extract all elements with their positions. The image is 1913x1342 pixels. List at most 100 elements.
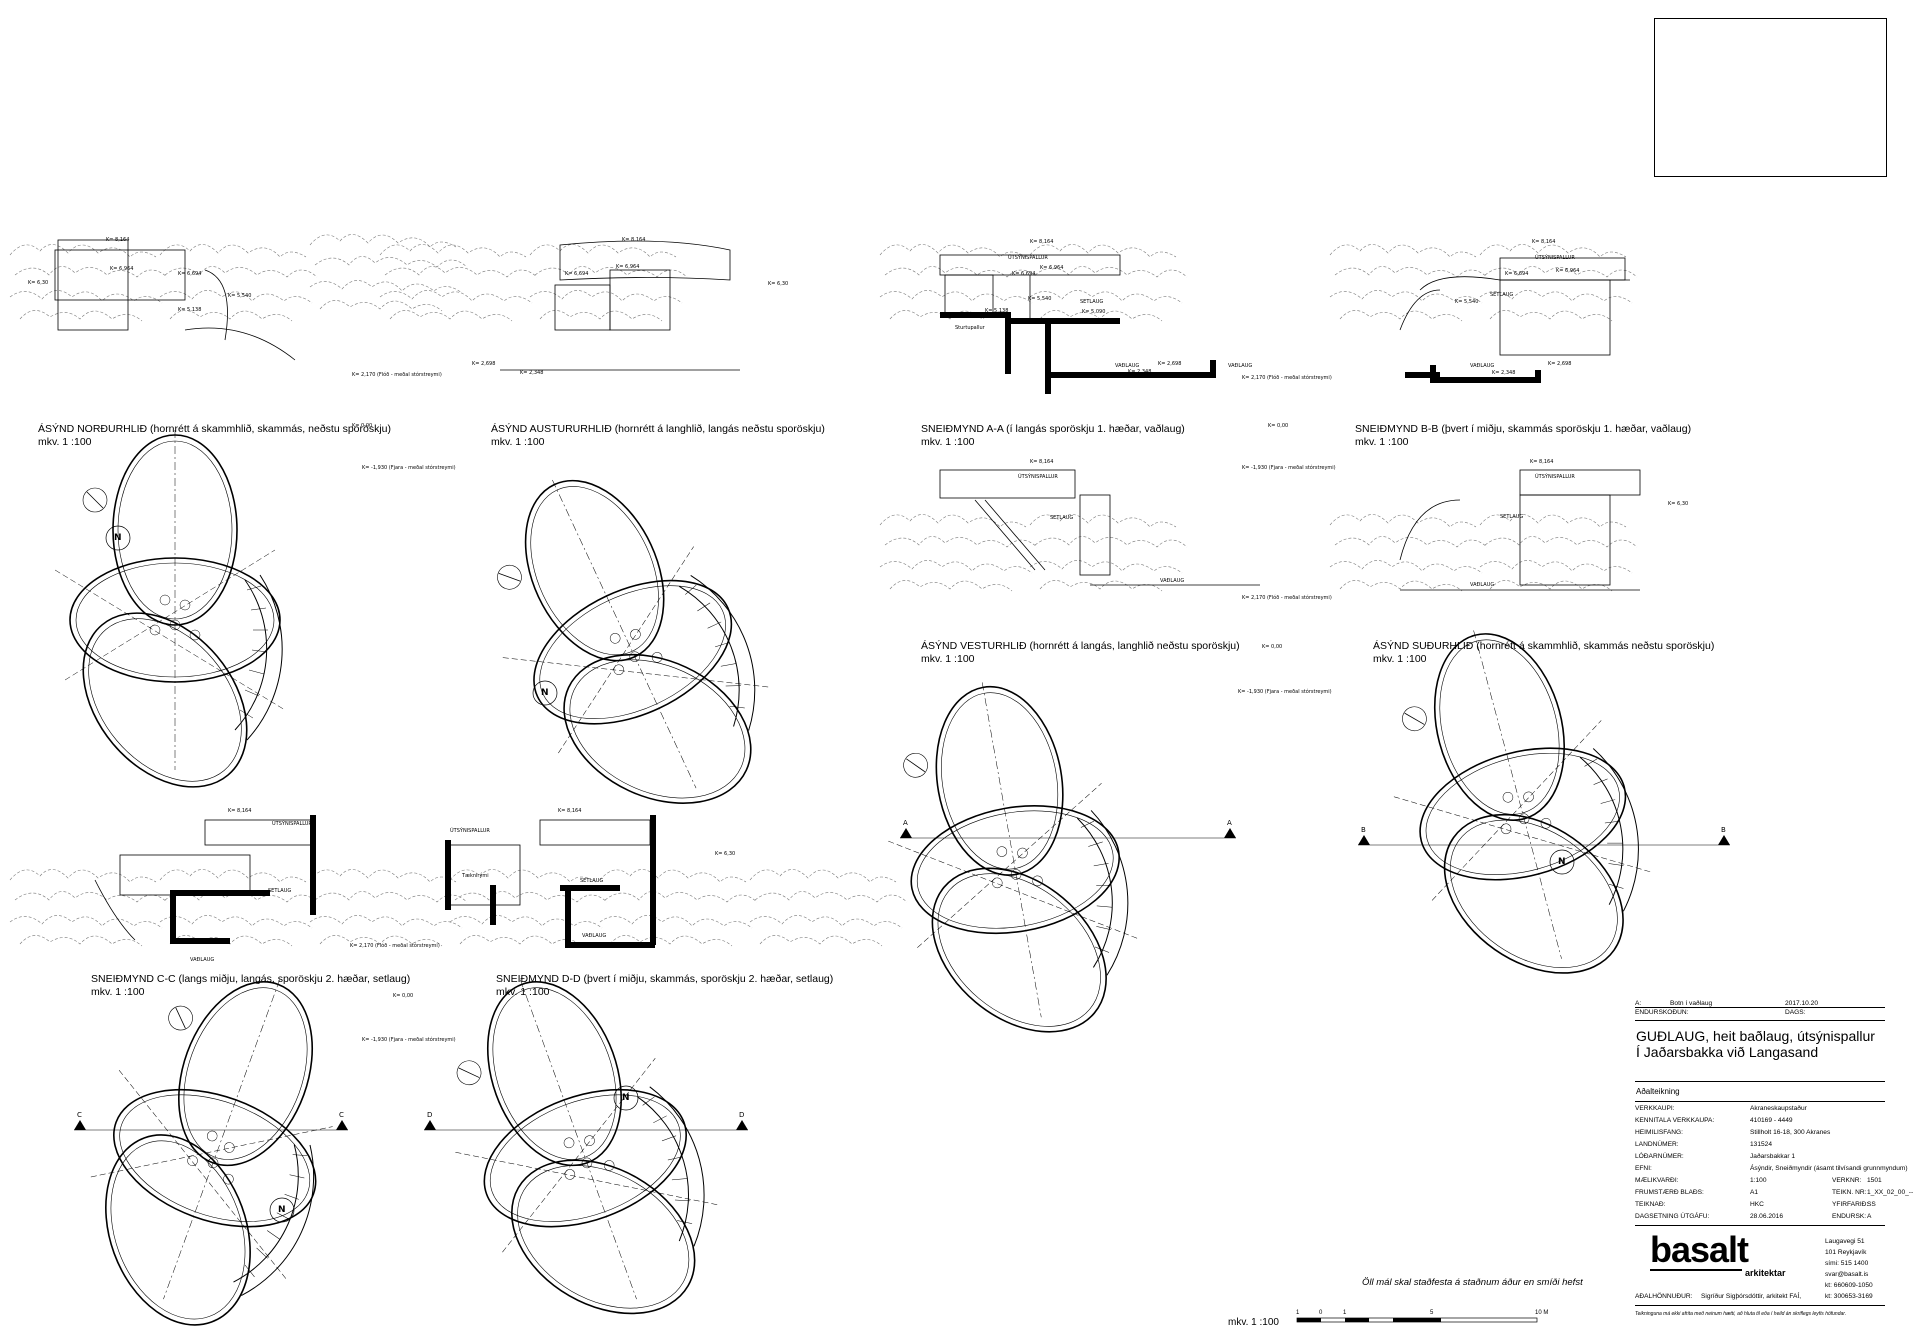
level-label: K= 2,698	[1158, 361, 1182, 367]
label-setlaug: SETLAUG	[1050, 515, 1074, 521]
copyright-note: Teikninguna má ekki afrita með neinum hæ…	[1635, 1311, 1847, 1317]
stamp-box	[1654, 18, 1887, 177]
label-vadlaug: VAÐLAUG	[190, 957, 215, 963]
titleblock-rule	[1635, 1081, 1885, 1082]
revision-text: Botn í vaðlaug	[1670, 1000, 1713, 1007]
level-label: K= 8,164	[1532, 239, 1556, 245]
label-vadlaug: VAÐLAUG	[1160, 578, 1185, 584]
address-line: sími: 515 1400	[1825, 1260, 1869, 1267]
section-marker-d: D	[739, 1111, 745, 1119]
section-marker-d: D	[427, 1111, 433, 1119]
level-label: K= 2,170 (Flóð - meðal stórstreymi)	[1242, 595, 1332, 601]
label-vadlaug: VAÐLAUG	[1228, 363, 1253, 369]
level-label: K= 2,698	[472, 361, 496, 367]
address-line: 101 Reykjavík	[1825, 1249, 1867, 1256]
label-utsyn: ÚTSÝNISPALLUR	[1008, 255, 1048, 261]
level-label: K= 5,540	[1455, 299, 1479, 305]
label-vadlaug: VAÐLAUG	[582, 933, 607, 939]
level-label: K= 0,00	[1268, 423, 1289, 429]
scalebar-tick: 5	[1430, 1310, 1434, 1316]
view-title-section-dd: SNEIÐMYND D-D (þvert í miðju, skammás, s…	[496, 973, 834, 985]
label-taekni: Tæknirými	[462, 873, 489, 879]
view-title-section-aa: SNEIÐMYND A-A (í langás sporöskju 1. hæð…	[921, 423, 1185, 435]
north-arrow-label: N	[278, 1205, 286, 1215]
revision-code: A:	[1635, 1000, 1642, 1007]
level-label: K= -1,930 (Fjara - meðal stórstreymi)	[362, 465, 456, 471]
level-label: K= 5,138	[178, 307, 202, 313]
label-utsyn: ÚTSÝNISPALLUR	[1535, 474, 1575, 480]
view-title-north: ÁSÝND NORÐURHLIÐ (hornrétt á skammhlið, …	[38, 423, 392, 435]
view-scale: mkv. 1 :100	[38, 436, 92, 448]
level-label: K= 2,348	[1128, 369, 1152, 375]
label-vadlaug: VAÐLAUG	[1470, 363, 1495, 369]
north-arrow-label: N	[114, 533, 122, 543]
view-scale: mkv. 1 :100	[921, 436, 975, 448]
level-label: K= 0,00	[1262, 644, 1283, 650]
level-label: K= 8,164	[622, 237, 646, 243]
basalt-logo: basalt	[1650, 1229, 1749, 1270]
view-title-east: ÁSÝND AUSTURURHLIÐ (hornrétt á langhlið,…	[491, 423, 825, 435]
level-label: K= -1,930 (Fjara - meðal stórstreymi)	[1238, 689, 1332, 695]
level-label: K= 8,164	[1030, 459, 1054, 465]
level-label: K= 8,164	[228, 808, 252, 814]
titleblock-rule	[1635, 1101, 1885, 1102]
scalebar-tick: 1	[1343, 1310, 1347, 1316]
level-label: K= -1,930 (Fjara - meðal stórstreymi)	[1242, 465, 1336, 471]
basalt-logo-sub: arkitektar	[1745, 1268, 1786, 1278]
north-arrow-label: N	[1558, 857, 1566, 867]
level-label: K= 6,964	[1556, 268, 1580, 274]
titleblock-rule	[1635, 1225, 1885, 1226]
section-marker-b: B	[1721, 826, 1726, 834]
label-setlaug: SETLAUG	[1500, 514, 1524, 520]
level-label: K= 5,540	[1028, 296, 1052, 302]
address-line: svar@basalt.is	[1825, 1271, 1869, 1278]
level-label: K= 4,640	[1040, 319, 1064, 325]
section-marker-c: C	[77, 1111, 82, 1119]
address-line: kt: 300653-3169	[1825, 1293, 1873, 1300]
label-utsyn: ÚTSÝNISPALLUR	[1018, 474, 1058, 480]
level-label: K= 5,540	[228, 293, 252, 299]
level-label: K= 6,694	[565, 271, 589, 277]
level-label: K= 6,964	[110, 266, 134, 272]
label-utsyn: ÚTSÝNISPALLUR	[272, 821, 312, 827]
section-marker-b: B	[1361, 826, 1366, 834]
label-setlaug: SETLAUG	[268, 888, 292, 894]
drawing-type: Aðalteikning	[1636, 1087, 1680, 1096]
logo-rule	[1650, 1269, 1742, 1271]
level-label: K= 0,00	[393, 993, 414, 999]
north-arrow-label: N	[541, 688, 549, 698]
level-label: K= 6,694	[1505, 271, 1529, 277]
level-label: K= 8,164	[1030, 239, 1054, 245]
level-label: K= 6,30	[768, 281, 789, 287]
view-scale: mkv. 1 :100	[496, 986, 550, 998]
section-marker-a: A	[1227, 819, 1232, 827]
view-title-south: ÁSÝND SUÐURHLIÐ (hornrétt á skammhlið, s…	[1373, 640, 1715, 652]
level-label: K= -1,930 (Fjara - meðal stórstreymi)	[362, 1037, 456, 1043]
view-title-west: ÁSÝND VESTURHLIÐ (hornrétt á langás, lan…	[921, 640, 1240, 652]
level-label: K= 2,698	[1548, 361, 1572, 367]
label-setlaug: SETLAUG	[1080, 299, 1104, 305]
level-label: K= 6,964	[1040, 265, 1064, 271]
revision-date: 2017.10.20	[1785, 1000, 1819, 1007]
view-scale: mkv. 1 :100	[1355, 436, 1409, 448]
titleblock-rule	[1635, 1020, 1885, 1021]
scalebar-tick: 1	[1296, 1310, 1300, 1316]
scalebar	[1296, 1316, 1547, 1323]
level-label: K= 6,694	[178, 271, 202, 277]
level-label: K= 2,170 (Flóð - meðal stórstreymi)	[1242, 375, 1332, 381]
level-label: K= 2,170 (Flóð - meðal stórstreymi)	[352, 372, 442, 378]
label-vadlaug: VAÐLAUG	[1470, 582, 1495, 588]
scalebar-tick: 0	[1319, 1310, 1323, 1316]
scalebar-tick: 10 M	[1535, 1310, 1549, 1316]
scalebar-label: mkv. 1 :100	[1228, 1317, 1279, 1328]
level-label: K= 2,170 (Flóð - meðal stórstreymi)	[350, 943, 440, 949]
project-subtitle: Í Jaðarsbakka við Langasand	[1636, 1044, 1819, 1060]
project-title: GUÐLAUG, heit baðlaug, útsýnispallur	[1636, 1028, 1875, 1044]
label-setlaug: SETLAUG	[1490, 292, 1514, 298]
view-scale: mkv. 1 :100	[921, 653, 975, 665]
label-vadlaug: VAÐLAUG	[1115, 363, 1140, 369]
level-label: K= 8,164	[106, 237, 130, 243]
view-title-section-cc: SNEIÐMYND C-C (langs miðju, langás, spor…	[91, 973, 411, 985]
level-label: K= 6,694	[1012, 271, 1036, 277]
